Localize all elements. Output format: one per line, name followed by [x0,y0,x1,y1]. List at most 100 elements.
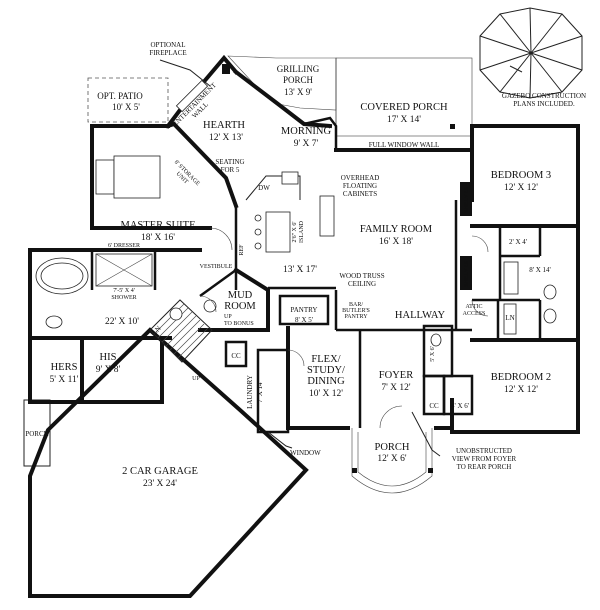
view-leader [411,411,441,457]
mud-room-label-1: MUD [228,290,253,301]
shelves-label-bottom: SHELVES [464,261,470,287]
svg-text:FLEX/STUDY/DINING: FLEX/STUDY/DINING [307,354,345,387]
bedroom2-label: BEDROOM 2 [491,372,551,383]
seating-label-1: SEATING [215,158,244,166]
laundry-label: LAUNDRY [246,375,254,409]
optional-fireplace-label-1: OPTIONAL [151,41,186,49]
cc-left-label: CC [231,352,241,360]
svg-text:2'6" X 6'ISLAND: 2'6" X 6'ISLAND [292,220,305,243]
family-room-label: FAMILY ROOM [360,224,433,235]
up-to-bonus-label-2: TO BONUS [224,321,254,327]
closet-2x4-label: 2' X 4' [509,238,527,246]
unobstructed-label-3: TO REAR PORCH [457,463,512,471]
window-leader [267,431,293,449]
kitchen-dim: 13' X 17' [283,265,317,275]
full-window-wall-label: FULL WINDOW WALL [369,141,440,149]
bar-pantry-label-2: BUTLER'S [342,308,370,314]
doors[interactable] [199,227,489,429]
shower-label-1: 7'-5' X 4' [113,288,135,294]
bar-pantry-label-3: PANTRY [344,314,368,320]
opt-patio-dim: 10' X 5' [112,102,140,112]
island-label-1: 2'6" X 6' [292,222,298,243]
hallway-label: HALLWAY [395,310,446,321]
shelves-label-top: SHELVES [464,187,470,213]
foyer-dim: 7' X 12' [381,383,411,393]
his-label: HIS [100,352,117,363]
stairs[interactable] [153,303,209,359]
unobstructed-label-1: UNOBSTRUCTED [456,447,512,455]
gazebo-leader [509,65,523,73]
bedroom2-dim: 12' X 12' [504,385,538,395]
covered-porch-dim: 17' X 14' [387,115,421,125]
his-dim: 9' X 8' [96,365,121,375]
gazebo-note-1: GAZEBO CONSTRUCTION [502,92,586,100]
fireplace-leader [159,59,211,87]
attic-access-label-2: ACCESS [463,311,486,317]
island-label-2: ISLAND [299,220,305,243]
up-label: UP [192,376,200,382]
grilling-porch-label-1: GRILLING [277,64,320,74]
morning-dim: 9' X 7' [294,139,319,149]
optional-fireplace-label-2: FIREPLACE [149,49,186,57]
bath-8x14-label: 8' X 14' [529,266,551,274]
svg-text:7'-5' X 4'SHOWER: 7'-5' X 4'SHOWER [111,288,136,301]
vestibule-label: VESTIBULE [200,264,233,270]
flex-dim: 10' X 12' [309,389,343,399]
cabinets-label-1: OVERHEAD [341,174,380,182]
morning-label: MORNING [281,126,332,137]
hearth-label: HEARTH [203,120,245,131]
cabinets-label-2: FLOATING [343,182,377,190]
gazebo-icon [479,7,583,99]
grilling-porch-dim: 13' X 9' [284,87,312,97]
hearth-dim: 12' X 13' [209,133,243,143]
grilling-porch-label-2: PORCH [283,75,314,85]
dresser-label: 6' DRESSER [108,243,140,249]
porch-front-dim: 12' X 6' [377,454,407,464]
seating-label-2: FOR 5 [221,166,240,174]
porch-front-label: PORCH [374,442,409,453]
covered-porch-label: COVERED PORCH [360,102,448,113]
fixtures [35,64,557,473]
garage-label: 2 CAR GARAGE [122,466,198,477]
bath-5x6-label: 5' X 6' [430,346,436,362]
garage-dim: 23' X 24' [143,479,177,489]
pantry-dim: 8' X 5' [295,316,313,324]
bedroom3-label: BEDROOM 3 [491,170,551,181]
unobstructed-label-2: VIEW FROM FOYER [452,455,517,463]
porch-left-label: PORCH [25,430,48,438]
gazebo-note-2: PLANS INCLUDED. [513,100,575,108]
wood-truss-label-2: CEILING [348,280,376,288]
cc-right-label: CC [429,402,439,410]
bar-pantry-label-1: BAR/ [349,302,363,308]
dw-label: DW [258,184,270,192]
pantry-label: PANTRY [291,306,318,314]
cabinets-label-3: CABINETS [343,190,377,198]
ref-label: REF [239,244,245,256]
up-to-bonus-label-1: UP [224,314,232,320]
opt-patio-label: OPT. PATIO [97,91,143,101]
master-suite-dim: 18' X 16' [141,233,175,243]
ln-right-label: LN [505,314,514,322]
flex-label-2: STUDY/ [307,365,345,376]
foyer-label: FOYER [379,370,413,381]
laundry-dim: 7' X 14' [256,381,264,403]
bedroom3-dim: 12' X 12' [504,183,538,193]
attic-access-label-1: ATTIC [466,304,483,310]
closet-4x6-label: 4' X 6' [451,402,469,410]
svg-text:8' STORAGEUNIT: 8' STORAGEUNIT [168,159,201,192]
porch-outlines [23,55,473,494]
flex-label-3: DINING [307,376,345,387]
flex-label-1: FLEX/ [311,354,340,365]
hers-label: HERS [51,362,78,373]
